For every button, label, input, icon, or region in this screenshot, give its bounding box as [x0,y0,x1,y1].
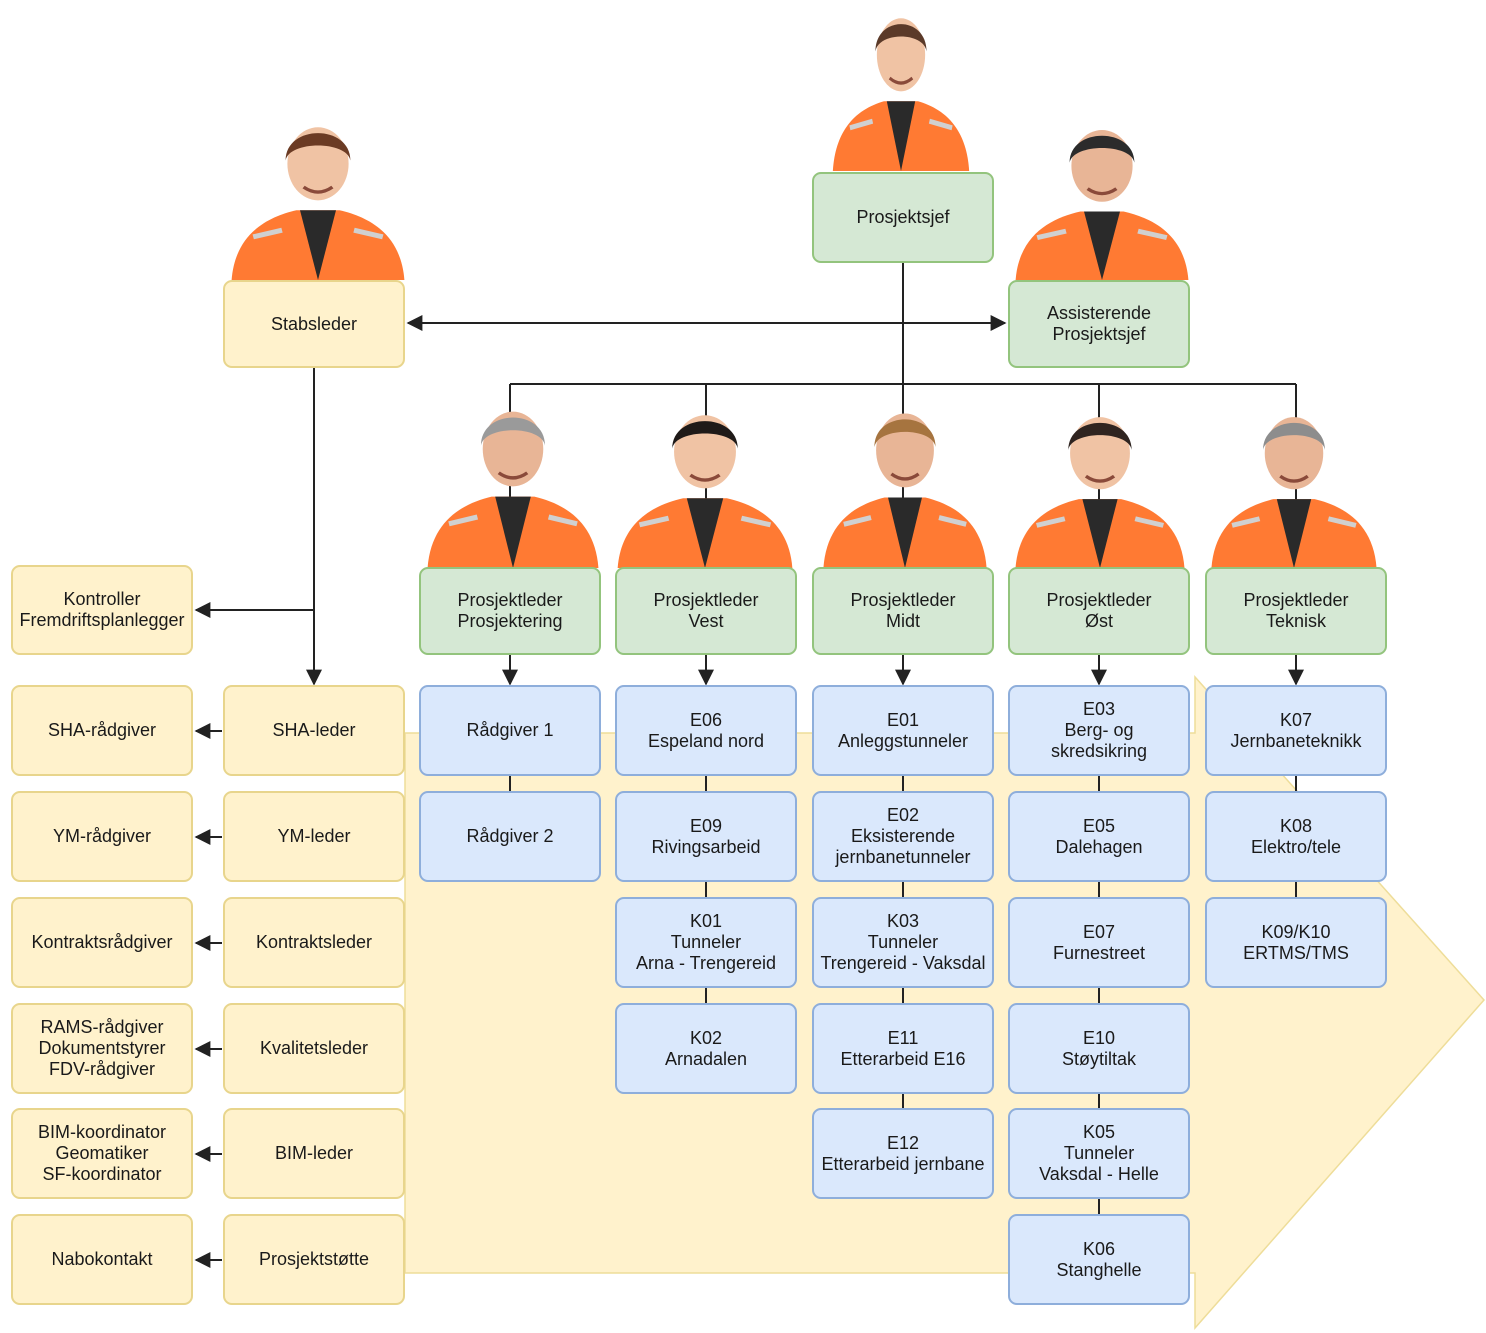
staff-leader-box[interactable]: YM-leder [223,791,405,882]
staff-leader-box[interactable]: Kvalitetsleder [223,1003,405,1094]
person-photo [617,415,793,568]
staff-leader-box[interactable]: Kontraktsleder [223,897,405,988]
prosjektleder-box[interactable]: Prosjektleder Teknisk [1205,567,1387,655]
work-package-box[interactable]: Rådgiver 1 [419,685,601,776]
staff-advisor-box[interactable]: Kontraktsrådgiver [11,897,193,988]
staff-advisor-box[interactable]: BIM-koordinator Geomatiker SF-koordinato… [11,1108,193,1199]
person-photo [427,411,599,568]
work-package-box[interactable]: E11 Etterarbeid E16 [812,1003,994,1094]
work-package-box[interactable]: E12 Etterarbeid jernbane [812,1108,994,1199]
person-photo [832,18,970,171]
work-package-box[interactable]: E05 Dalehagen [1008,791,1190,882]
prosjektleder-box[interactable]: Prosjektleder Prosjektering [419,567,601,655]
staff-advisor-box[interactable]: RAMS-rådgiver Dokumentstyrer FDV-rådgive… [11,1003,193,1094]
work-package-box[interactable]: E01 Anleggstunneler [812,685,994,776]
person-photo [231,127,405,280]
person-photo [823,413,987,568]
stabsleder-box[interactable]: Stabsleder [223,280,405,368]
prosjektsjef-box[interactable]: Prosjektsjef [812,172,994,263]
work-package-box[interactable]: K01 Tunneler Arna - Trengereid [615,897,797,988]
work-package-box[interactable]: K03 Tunneler Trengereid - Vaksdal [812,897,994,988]
work-package-box[interactable]: E07 Furnestreet [1008,897,1190,988]
staff-advisor-box[interactable]: SHA-rådgiver [11,685,193,776]
work-package-box[interactable]: K06 Stanghelle [1008,1214,1190,1305]
work-package-box[interactable]: K02 Arnadalen [615,1003,797,1094]
kontroller-box[interactable]: Kontroller Fremdriftsplanlegger [11,565,193,655]
staff-leader-box[interactable]: SHA-leder [223,685,405,776]
prosjektleder-box[interactable]: Prosjektleder Midt [812,567,994,655]
work-package-box[interactable]: K09/K10 ERTMS/TMS [1205,897,1387,988]
prosjektleder-box[interactable]: Prosjektleder Vest [615,567,797,655]
work-package-box[interactable]: K05 Tunneler Vaksdal - Helle [1008,1108,1190,1199]
person-photo [1015,417,1185,568]
work-package-box[interactable]: E03 Berg- og skredsikring [1008,685,1190,776]
work-package-box[interactable]: K08 Elektro/tele [1205,791,1387,882]
work-package-box[interactable]: K07 Jernbaneteknikk [1205,685,1387,776]
staff-advisor-box[interactable]: YM-rådgiver [11,791,193,882]
work-package-box[interactable]: E02 Eksisterende jernbanetunneler [812,791,994,882]
work-package-box[interactable]: Rådgiver 2 [419,791,601,882]
assisterende-prosjektsjef-box[interactable]: Assisterende Prosjektsjef [1008,280,1190,368]
work-package-box[interactable]: E06 Espeland nord [615,685,797,776]
person-photo [1015,130,1189,280]
person-photo [1211,417,1377,568]
staff-advisor-box[interactable]: Nabokontakt [11,1214,193,1305]
work-package-box[interactable]: E10 Støytiltak [1008,1003,1190,1094]
work-package-box[interactable]: E09 Rivingsarbeid [615,791,797,882]
staff-leader-box[interactable]: Prosjektstøtte [223,1214,405,1305]
prosjektleder-box[interactable]: Prosjektleder Øst [1008,567,1190,655]
staff-leader-box[interactable]: BIM-leder [223,1108,405,1199]
